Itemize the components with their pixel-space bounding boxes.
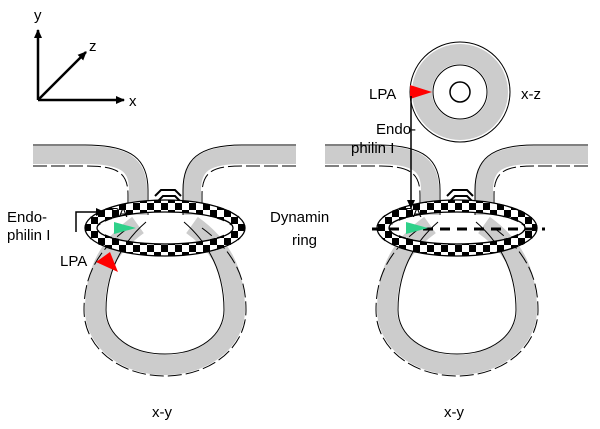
left-xy-panel: PA Endo- philin I LPA x-y — [7, 144, 296, 421]
endophilin-label-right-2: philin I — [351, 140, 394, 157]
pa-label-left: PA — [111, 205, 128, 220]
y-axis-label: y — [34, 7, 42, 24]
view-label-left: x-y — [152, 404, 172, 421]
vesicle-bud-r — [376, 216, 538, 376]
lpa-marker-left — [96, 252, 118, 272]
endophilin-label-left-1: Endo- — [7, 209, 47, 226]
view-label-right: x-y — [444, 404, 464, 421]
upper-membrane-left — [33, 146, 147, 215]
x-axis-label: x — [129, 93, 137, 110]
pa-label-right: PA — [405, 205, 422, 220]
upper-membrane-right — [183, 146, 296, 215]
dynamin-label-2: ring — [292, 232, 317, 249]
pa-marker — [114, 222, 136, 234]
dynamin-helix-top — [154, 189, 182, 202]
lpa-label-xz: LPA — [369, 86, 396, 103]
xz-label: x-z — [521, 86, 541, 103]
dynamin-ring — [85, 200, 245, 256]
xz-lumen — [449, 81, 471, 103]
z-axis-arrow — [37, 51, 87, 101]
endophilin-label-right-1: Endo- — [376, 121, 416, 138]
endophilin-label-left-2: philin I — [7, 227, 50, 244]
dynamin-label-1: Dynamin — [270, 209, 329, 226]
endophilin-pointer-left — [75, 208, 105, 232]
dynamin-helix-top-r — [446, 189, 474, 202]
upper-membrane-right-r — [475, 146, 588, 215]
lpa-label-left: LPA — [60, 253, 87, 270]
lpa-marker-xz — [410, 85, 432, 99]
pa-marker-r — [406, 222, 428, 234]
z-axis-label: z — [89, 38, 97, 55]
coordinate-axes: y x z — [34, 7, 137, 110]
vesicle-bud — [84, 216, 246, 376]
upper-membrane-left-r — [325, 146, 439, 215]
xz-cross-section: LPA x-z — [369, 41, 541, 143]
right-xy-panel: PA x-y — [325, 144, 588, 421]
